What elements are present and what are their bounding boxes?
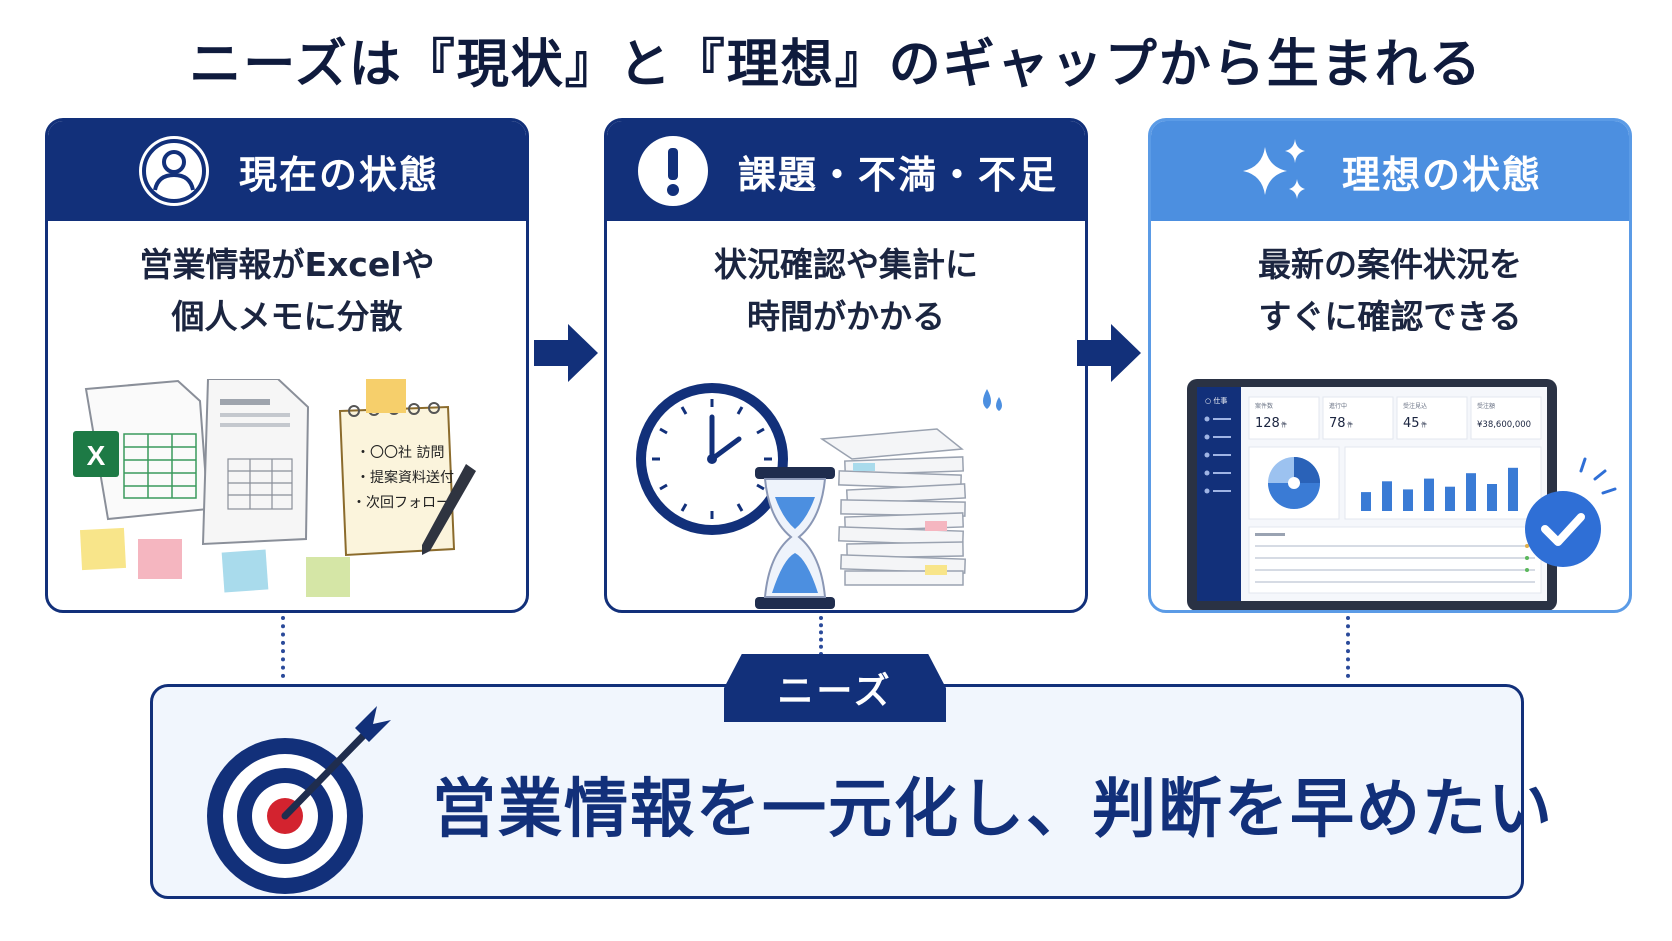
laptop-base: [1161, 611, 1583, 613]
kpi-unit: 件: [1347, 421, 1353, 429]
kpi-card: [1396, 396, 1468, 440]
kpi-unit: 件: [1421, 421, 1427, 429]
card-body: 営業情報がExcelや 個人メモに分散 X: [48, 239, 526, 610]
notebook-memo-icon: ・〇〇社 訪問 ・提案資料送付 ・次回フォロー: [338, 379, 456, 557]
kpi-value: 78: [1329, 416, 1346, 431]
kpi-unit: 件: [1281, 421, 1287, 429]
card-problem: 課題・不満・不足 状況確認や集計に 時間がかかる: [604, 118, 1088, 613]
kpi-value: ¥38,600,000: [1477, 420, 1531, 430]
card-description: 状況確認や集計に 時間がかかる: [607, 239, 1085, 343]
card-heading: 課題・不満・不足: [737, 152, 1058, 197]
card-heading: 理想の状態: [1341, 152, 1542, 197]
sweat-drop-icon: [983, 389, 1002, 411]
sticky-note: [306, 557, 350, 597]
kpi-label: 進行中: [1329, 402, 1347, 410]
hourglass-icon: [755, 467, 835, 609]
donut-chart: [1248, 446, 1340, 520]
kpi-label: 受注見込: [1403, 402, 1427, 410]
sparkle-icon: [1238, 132, 1316, 210]
card-header: 現在の状態: [48, 121, 526, 221]
scattered-documents-illustration: X: [73, 379, 476, 597]
pen-icon: [422, 464, 476, 555]
memo-line: ・次回フォロー: [352, 495, 450, 511]
dashboard-logo: ○ 仕事: [1205, 396, 1227, 405]
kpi-value: 45: [1403, 416, 1420, 431]
sticky-note: [79, 527, 127, 571]
kpi-card: [1470, 396, 1542, 440]
kpi-value: 128: [1255, 416, 1280, 431]
memo-line: ・提案資料送付: [356, 469, 454, 486]
clock-icon: [636, 383, 788, 535]
time-consuming-illustration: [636, 383, 1002, 609]
bar: [1424, 478, 1434, 511]
dashboard-sidebar: [1197, 387, 1241, 601]
exclamation-icon: [634, 132, 712, 210]
desc-line: 最新の案件状況を: [1258, 245, 1522, 284]
check-badge-icon: [1525, 457, 1617, 567]
desc-line: 営業情報がExcelや: [139, 245, 435, 284]
card-header: 課題・不満・不足: [607, 121, 1085, 221]
page-title: ニーズは『現状』と『理想』のギャップから生まれる: [189, 35, 1483, 95]
bar: [1403, 489, 1413, 511]
bar-chart: [1344, 446, 1542, 520]
paper-document-icon: [201, 379, 310, 546]
bar: [1382, 481, 1392, 511]
target-icon: [207, 706, 391, 894]
data-table: [1248, 526, 1542, 594]
desc-line: すぐに確認できる: [1258, 297, 1522, 336]
user-icon: [135, 132, 213, 210]
card-description: 最新の案件状況を すぐに確認できる: [1151, 239, 1629, 343]
bar: [1361, 492, 1371, 511]
card-heading: 現在の状態: [238, 152, 439, 197]
paper-stack-icon: [819, 428, 967, 586]
card-header: 理想の状態: [1151, 121, 1629, 221]
dotted-connector: [819, 616, 823, 656]
card-current-state: 現在の状態 営業情報がExcelや 個人メモに分散 X: [45, 118, 529, 613]
kpi-card: [1322, 396, 1394, 440]
arrow-right-icon: [534, 324, 598, 382]
sticky-note: [138, 539, 182, 579]
kpi-card: [1248, 396, 1320, 440]
kpi-label: 案件数: [1255, 402, 1273, 410]
arrow-right-icon: [1077, 324, 1141, 382]
svg-text:X: X: [87, 440, 106, 471]
need-statement: 営業情報を一元化し、判断を早めたい: [432, 773, 1554, 847]
bar: [1445, 486, 1455, 511]
memo-line: ・〇〇社 訪問: [356, 445, 444, 461]
bar: [1487, 484, 1497, 511]
bar: [1508, 467, 1518, 511]
sticky-note: [221, 549, 269, 593]
bar: [1466, 473, 1476, 511]
dotted-connector: [281, 616, 285, 678]
need-tab: ニーズ: [724, 654, 946, 722]
card-body: 状況確認や集計に 時間がかかる: [607, 239, 1085, 610]
dotted-connector: [1346, 616, 1350, 678]
desc-line: 状況確認や集計に: [714, 245, 978, 284]
desc-line: 時間がかかる: [747, 297, 945, 336]
kpi-label: 受注額: [1477, 402, 1495, 410]
card-description: 営業情報がExcelや 個人メモに分散: [48, 239, 526, 343]
excel-file-icon: X: [73, 379, 210, 521]
desc-line: 個人メモに分散: [171, 297, 403, 336]
